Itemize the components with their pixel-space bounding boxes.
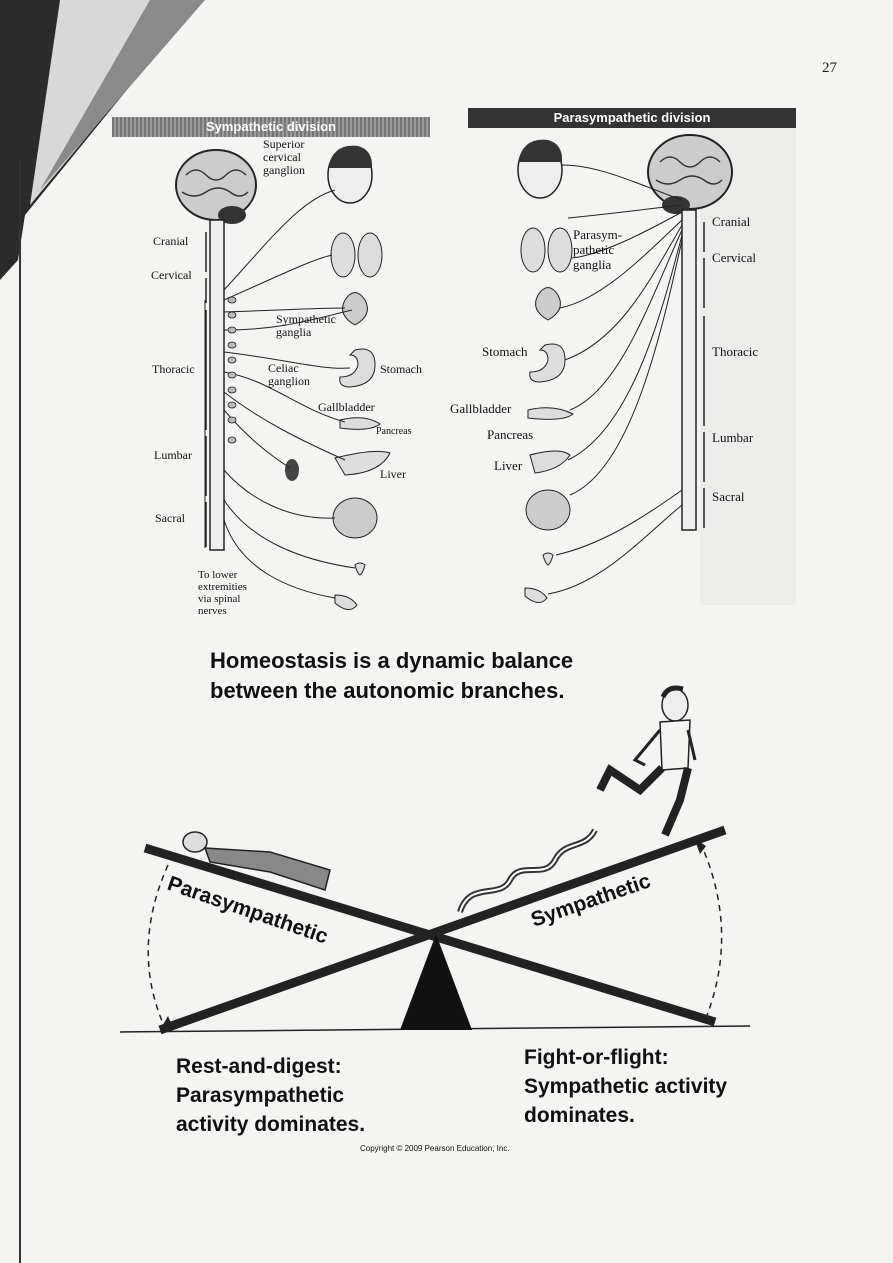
sympathetic-region-thoracic: Thoracic: [152, 362, 195, 376]
reclining-person-icon: [182, 831, 331, 891]
board-right-down: [143, 843, 717, 1027]
parasympathetic-nerves: [547, 164, 683, 595]
intestines-icon: [332, 497, 378, 539]
lower-extremities-note: To lower extremities via spinal nerves: [198, 569, 247, 617]
parasympathetic-ganglia-label: Parasym- pathetic ganglia: [573, 227, 623, 272]
homeostasis-title: Homeostasis is a dynamic balance between…: [210, 648, 574, 703]
parasympathetic-region-thoracic: Thoracic: [712, 344, 759, 359]
parasympathetic-division-title: Parasympathetic division: [468, 108, 796, 128]
stomach-icon: [529, 343, 566, 383]
spinal-cord: [681, 209, 697, 531]
brain-icon: [175, 149, 257, 224]
spinal-cord: [209, 219, 225, 551]
sympathetic-liver-label: Liver: [380, 467, 406, 481]
parasympathetic-liver-label: Liver: [494, 458, 523, 473]
celiac-ganglion-label: Celiac ganglion: [268, 361, 310, 388]
parasympathetic-region-cervical: Cervical: [712, 250, 757, 265]
rest-and-digest-caption: Rest-and-digest: Parasympathetic activit…: [176, 1055, 366, 1136]
sympathetic-region-cranial: Cranial: [153, 234, 189, 248]
parasympathetic-region-cranial: Cranial: [712, 214, 751, 229]
sympathetic-region-lumbar: Lumbar: [154, 448, 192, 462]
sympathetic-division-title: Sympathetic division: [112, 117, 430, 137]
board-left-down: [158, 825, 727, 1035]
parasympathetic-region-sacral: Sacral: [712, 489, 745, 504]
parasympathetic-gallbladder-label: Gallbladder: [450, 401, 512, 416]
sympathetic-stomach-label: Stomach: [380, 362, 422, 376]
lungs-icon: [520, 227, 573, 273]
pancreas-icon: [339, 417, 381, 430]
sympathetic-nerves: [223, 189, 356, 599]
running-man-icon: [596, 685, 697, 837]
heart-icon: [342, 292, 368, 326]
head-icon: [327, 145, 373, 204]
sympathetic-ganglia-label: Sympathetic ganglia: [276, 312, 336, 339]
head-icon: [517, 139, 563, 199]
parasympathetic-region-lumbar: Lumbar: [712, 430, 754, 445]
kidney-icon: [285, 459, 299, 481]
sympathetic-region-cervical: Cervical: [151, 268, 192, 282]
heart-icon: [535, 287, 561, 321]
fight-or-flight-caption: Fight-or-flight: Sympathetic activity do…: [524, 1046, 728, 1127]
lungs-icon: [330, 232, 383, 278]
fulcrum: [400, 934, 472, 1030]
intestines-icon: [525, 489, 571, 531]
parasympathetic-stomach-label: Stomach: [482, 344, 528, 359]
parasympathetic-diagram: [517, 125, 796, 605]
stomach-icon: [339, 348, 376, 388]
seesaw-illustration: [119, 685, 751, 1035]
parasympathetic-pancreas-label: Pancreas: [487, 427, 534, 442]
sympathetic-region-sacral: Sacral: [155, 511, 185, 525]
liver-icon: [334, 450, 391, 476]
superior-cervical-ganglion-label: Superior cervical ganglion: [263, 137, 305, 177]
sympathetic-gallbladder-label: Gallbladder: [318, 400, 375, 414]
copyright-notice: Copyright © 2009 Pearson Education, Inc.: [360, 1144, 510, 1153]
page-number: 27: [822, 60, 837, 76]
gallbladder-icon: [527, 407, 574, 420]
liver-icon: [529, 450, 571, 474]
sympathetic-diagram: [175, 145, 391, 610]
sympathetic-pancreas-label: Pancreas: [376, 426, 412, 437]
